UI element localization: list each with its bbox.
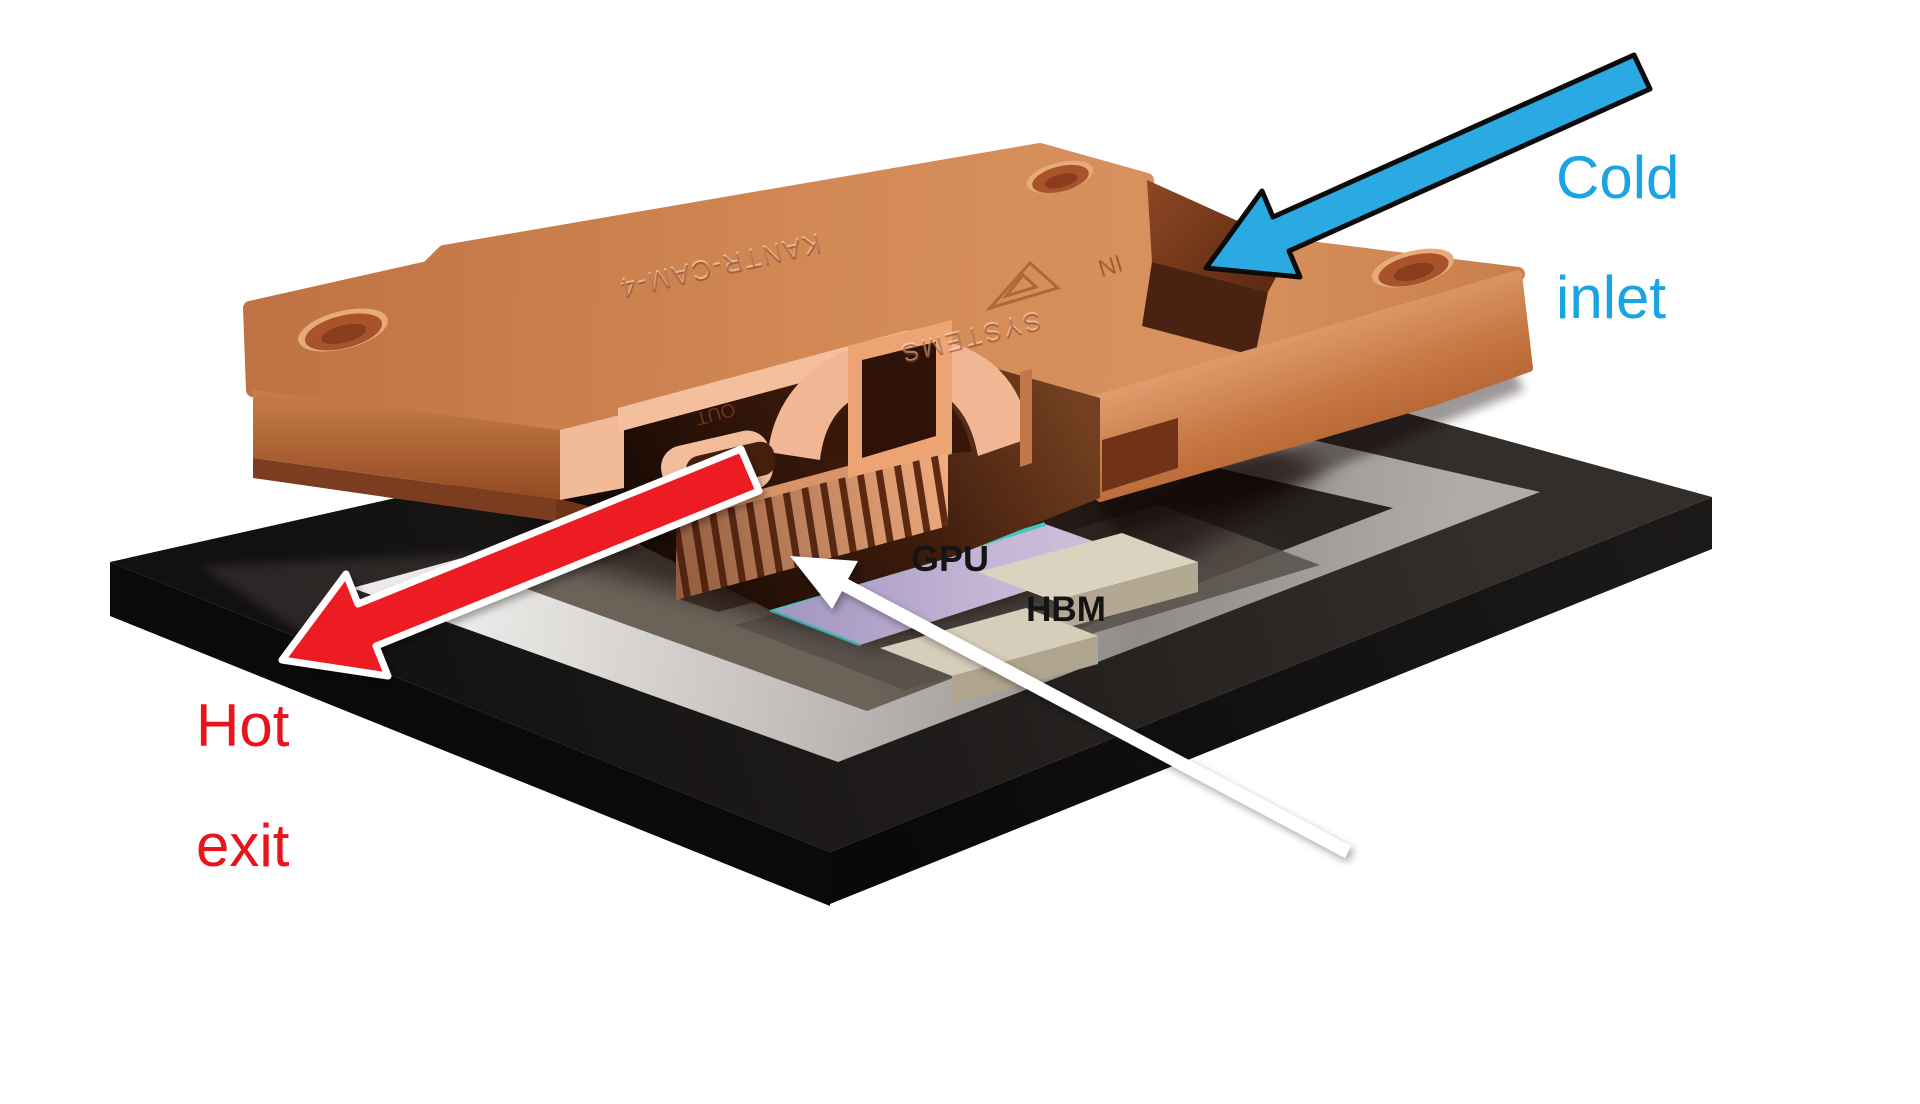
die-edge-teal-front	[769, 608, 861, 647]
engraving-logo-triangle-icon	[985, 260, 1062, 311]
hbm-stacks	[880, 533, 1198, 704]
mounting-hole-back	[1026, 160, 1094, 194]
mounting-hole-left	[298, 308, 388, 352]
hbm-label: HBM	[1026, 590, 1106, 629]
plate-base-strip	[253, 458, 560, 522]
package-right-side-face	[830, 497, 1712, 904]
hbm-stack2-top	[880, 608, 1098, 676]
inlet-port-face	[1142, 262, 1268, 356]
hot-exit-line2: exit	[196, 812, 290, 879]
microchannel-fins-shade	[676, 450, 948, 600]
supply-channel-opening	[862, 342, 936, 458]
front-face-step-recess	[1102, 418, 1178, 492]
cold-inlet-line1: Cold	[1556, 144, 1680, 211]
stiffener-ring-face	[352, 388, 1540, 762]
cold-inlet-arrow	[1203, 52, 1653, 280]
hot-exit-label: Hot exit	[196, 696, 289, 876]
gpu-label: GPU	[910, 538, 989, 579]
cold-inlet-line2: inlet	[1556, 264, 1667, 331]
hbm-stack2-front	[952, 636, 1098, 704]
hbm-stack-top	[978, 533, 1198, 601]
plate-front-left-face	[253, 390, 560, 500]
coolant-path-arrow	[790, 556, 1351, 858]
mounting-hole-right	[1372, 248, 1454, 288]
hot-exit-arrow	[278, 445, 763, 680]
cold-inlet-label: Cold inlet	[1556, 148, 1679, 328]
cutaway-left-wall	[560, 414, 624, 500]
mid-lid-cut-band	[618, 330, 908, 432]
hot-exit-line1: Hot	[196, 692, 290, 759]
hbm-stack-front	[1054, 562, 1198, 631]
manifold-arch	[768, 337, 1030, 460]
channel-slot-edge	[1020, 369, 1032, 467]
